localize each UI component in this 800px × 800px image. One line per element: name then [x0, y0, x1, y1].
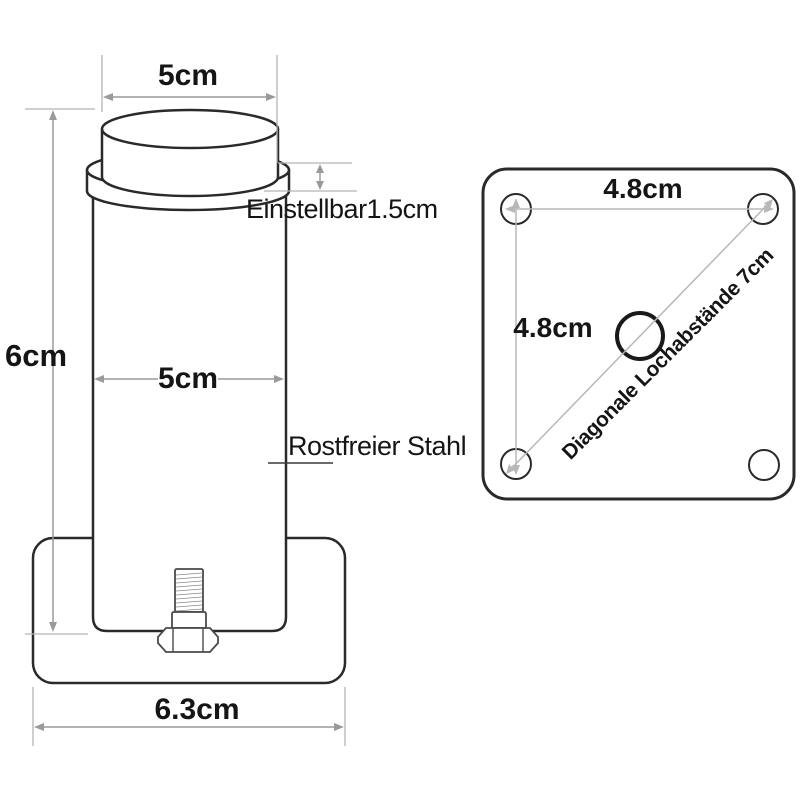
label-cap-width: 5cm: [157, 59, 219, 92]
dim-body-width: [94, 375, 284, 383]
plate-outline: [481, 167, 796, 501]
dim-cap-width: [101, 55, 278, 163]
label-body-width: 5cm: [157, 362, 219, 395]
leg-figure: [25, 55, 357, 746]
label-material: Rostfreier Stahl: [288, 431, 467, 461]
bolt-collar: [171, 611, 207, 629]
dim-adjustable-height: [264, 162, 357, 192]
mounting-plate-figure: [481, 167, 796, 501]
dim-plate-diagonal: [506, 199, 773, 474]
bolt-hex-nut: [157, 627, 219, 653]
label-base-width: 6.3cm: [154, 693, 240, 726]
dim-base-width: [32, 687, 346, 746]
plate-center-hole: [615, 311, 665, 361]
label-plate-horizontal-spacing: 4.8cm: [603, 173, 683, 204]
bolt-thread-hatch: [175, 572, 203, 612]
bolt-stud: [171, 568, 207, 629]
leg-cap-top: [100, 108, 280, 150]
dim-overall-height: [25, 108, 95, 635]
label-overall-height: 6cm: [5, 338, 68, 373]
plate-hole-bottom-right: [748, 449, 780, 481]
dim-plate-vertical: [512, 198, 520, 475]
leg-body: [91, 185, 288, 633]
label-adjustable-note: Einstellbar1.5cm: [246, 194, 438, 224]
label-plate-vertical-spacing: 4.8cm: [513, 312, 593, 343]
